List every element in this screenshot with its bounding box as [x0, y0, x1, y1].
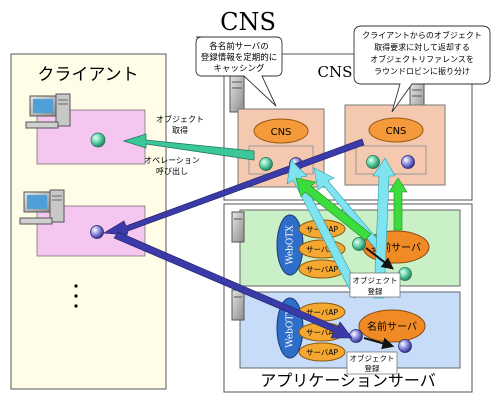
label-operation-call: 呼び出し — [156, 166, 188, 176]
register-arrow-upper — [365, 247, 394, 270]
svg-text:登録: 登録 — [365, 363, 380, 373]
diagram-title: CNS — [220, 8, 276, 36]
arrow-object-get — [122, 133, 255, 161]
server-ap-label: サーバAP — [306, 265, 339, 274]
server-tower-icon — [231, 211, 245, 243]
server-ap-label: サーバAP — [306, 328, 339, 337]
server-ap-node — [298, 342, 346, 362]
object-ref-blue — [398, 339, 412, 353]
object-ref-green — [352, 237, 366, 251]
more-clients-ellipsis — [74, 284, 78, 308]
object-ref-blue — [349, 329, 363, 343]
callout-cache-note: 各名前サーバの 登録情報を定期的に キャッシング — [195, 36, 283, 107]
callout-right-line: 取得要求に対して返却する — [374, 42, 470, 52]
client-object-ref-blue — [90, 225, 104, 239]
webotx-label: WebOTX — [286, 225, 296, 265]
arrow-cache-refresh — [388, 177, 408, 231]
client-node-1 — [25, 93, 146, 165]
callout-roundrobin-note: クライアントからのオブジェクト 取得要求に対して返却する オブジェクトリファレン… — [353, 25, 491, 113]
arrow-cache-refresh — [295, 177, 372, 241]
cached-object-ref-green — [366, 155, 380, 169]
cached-object-ref-blue — [401, 155, 415, 169]
label-operation-call: オペレーション — [144, 156, 200, 165]
arrow-reference-return — [103, 138, 365, 236]
register-arrow-lower — [363, 337, 395, 350]
cns-node — [253, 118, 309, 144]
cns-node-label: CNS — [386, 126, 407, 137]
server-ap-label: サーバAP — [306, 245, 339, 254]
svg-text:オブジェクト: オブジェクト — [353, 275, 398, 285]
client-object-ref-green — [90, 132, 106, 148]
cns-panel-label: CNS — [318, 63, 353, 81]
label-register-upper: オブジェクト 登録 — [349, 272, 401, 298]
svg-text:登録: 登録 — [368, 286, 383, 296]
object-ref-green — [398, 267, 412, 281]
computer-icon — [25, 93, 71, 129]
label-object-get: オブジェクト — [156, 114, 204, 124]
server-ap-label: サーバAP — [306, 308, 339, 317]
server-tower-icon — [229, 73, 245, 113]
label-object-get: 取得 — [172, 125, 188, 135]
cns-node — [368, 117, 424, 143]
callout-right-line: オブジェクトリファレンスを — [370, 54, 474, 64]
callout-right-line: クライアントからのオブジェクト — [362, 30, 482, 40]
svg-text:オブジェクト: オブジェクト — [350, 353, 395, 363]
cns-node-label: CNS — [271, 127, 292, 138]
callout-left-line: キャッシング — [213, 63, 265, 74]
arrow-operation-call — [113, 231, 353, 339]
client-panel-label: クライアント — [37, 65, 138, 85]
cached-object-ref-green — [259, 157, 273, 171]
server-ap-label: サーバAP — [306, 348, 339, 357]
callout-left-line: 各名前サーバの — [209, 41, 268, 52]
server-tower-icon — [231, 289, 245, 321]
label-register-lower: オブジェクト 登録 — [346, 351, 398, 375]
callout-left-line: 登録情報を定期的に — [201, 52, 278, 63]
callout-right-line: ラウンドロビンに振り分け — [374, 66, 470, 76]
computer-icon — [19, 189, 65, 225]
app-server-panel-label: アプリケーションサーバ — [260, 371, 436, 390]
webotx-label: WebOTX — [286, 308, 296, 348]
name-server-label: 名前サーバ — [367, 320, 417, 333]
